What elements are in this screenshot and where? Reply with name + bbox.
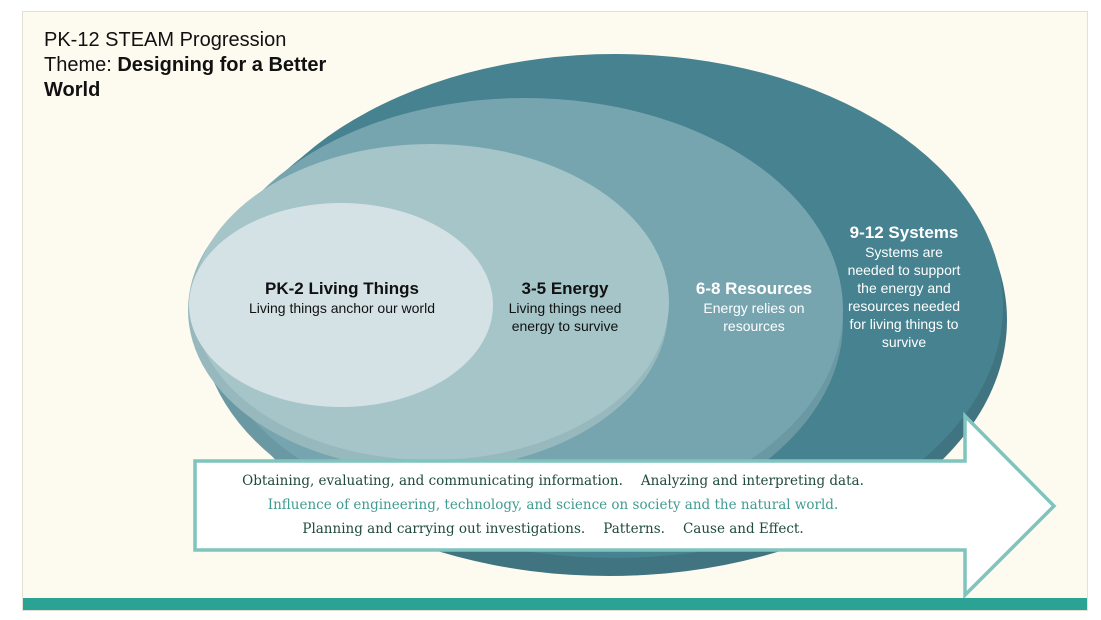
practices-arrow bbox=[193, 411, 1057, 600]
practice-item: Influence of engineering, technology, an… bbox=[267, 497, 839, 513]
practice-item: Analyzing and interpreting data. bbox=[640, 473, 864, 489]
slide: PK-12 STEAM Progression Theme: Designing… bbox=[22, 11, 1088, 611]
label-pk-2-heading: PK-2 Living Things bbox=[265, 279, 419, 298]
label-9-12-heading: 9-12 Systems bbox=[849, 223, 959, 242]
practice-item: Obtaining, evaluating, and communicating… bbox=[242, 473, 623, 489]
practice-item: Patterns. bbox=[603, 521, 665, 537]
practice-item: Planning and carrying out investigations… bbox=[302, 521, 586, 537]
practices-row-2: Influence of engineering, technology, an… bbox=[201, 493, 905, 517]
theme-line: Theme: Designing for a Better World bbox=[44, 53, 364, 103]
practices-text: Obtaining, evaluating, and communicating… bbox=[201, 469, 905, 541]
label-6-8: 6-8 Resources Energy relies on resources bbox=[687, 278, 821, 335]
label-9-12-description: Systems are needed to support the energy… bbox=[847, 244, 961, 350]
label-3-5: 3-5 Energy Living things need energy to … bbox=[495, 278, 635, 335]
ellipse-pk-2-living-things bbox=[189, 203, 493, 407]
practices-row-1: Obtaining, evaluating, and communicating… bbox=[201, 469, 905, 493]
title-block: PK-12 STEAM Progression Theme: Designing… bbox=[44, 28, 364, 103]
label-pk-2: PK-2 Living Things Living things anchor … bbox=[247, 278, 437, 317]
bottom-accent-band bbox=[23, 598, 1087, 610]
label-3-5-heading: 3-5 Energy bbox=[521, 279, 609, 298]
title-line: PK-12 STEAM Progression bbox=[44, 29, 287, 51]
label-6-8-heading: 6-8 Resources bbox=[695, 279, 813, 298]
theme-name: Designing for a Better World bbox=[44, 54, 327, 101]
practice-item: Cause and Effect. bbox=[682, 521, 804, 537]
label-3-5-description: Living things need energy to survive bbox=[508, 300, 622, 334]
label-9-12: 9-12 Systems Systems are needed to suppo… bbox=[845, 222, 963, 351]
practices-row-3: Planning and carrying out investigations… bbox=[201, 517, 905, 541]
nested-ellipse-diagram bbox=[188, 54, 1057, 600]
label-6-8-description: Energy relies on resources bbox=[703, 300, 805, 334]
label-pk-2-description: Living things anchor our world bbox=[249, 300, 435, 316]
theme-prefix: Theme: bbox=[44, 54, 118, 76]
